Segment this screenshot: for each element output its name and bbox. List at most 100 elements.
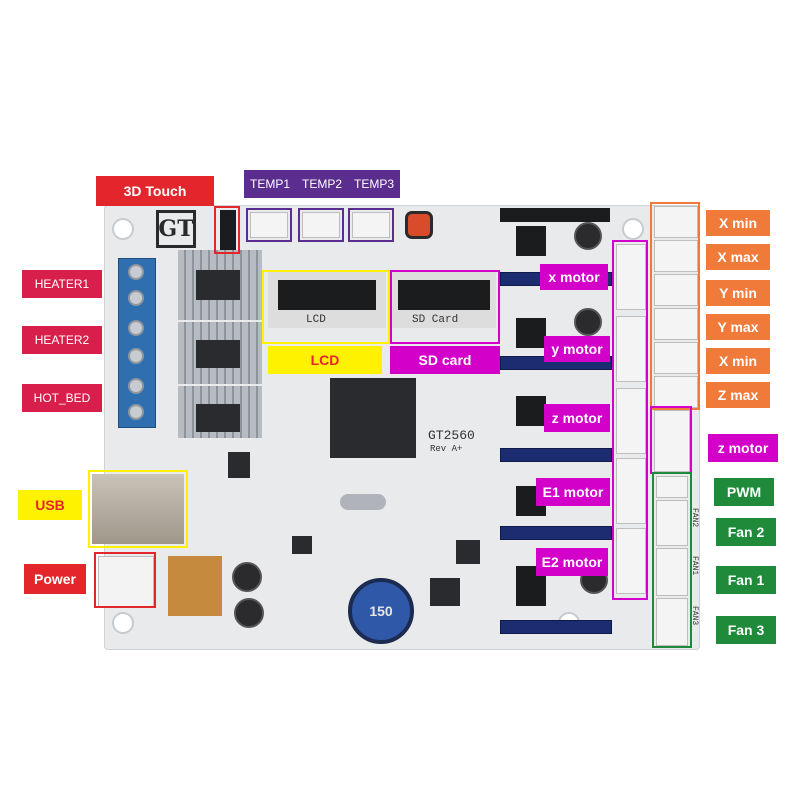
label-temp3: TEMP3 bbox=[348, 170, 400, 198]
mounting-hole bbox=[112, 218, 134, 240]
usb-outline bbox=[88, 470, 188, 548]
temp3-outline bbox=[348, 208, 394, 242]
sd-header-pins bbox=[398, 280, 490, 310]
xmax-connector bbox=[654, 240, 698, 272]
power-outline bbox=[94, 552, 156, 608]
fan1-connector bbox=[656, 548, 688, 596]
sd-outline bbox=[390, 270, 500, 344]
capacitor bbox=[574, 308, 602, 336]
inductor: 150 bbox=[348, 578, 414, 644]
voltage-regulator bbox=[456, 540, 480, 564]
label-hot-bed: HOT_BED bbox=[22, 384, 102, 412]
ymax-connector bbox=[654, 308, 698, 340]
label-fan2: Fan 2 bbox=[716, 518, 776, 546]
screw-icon bbox=[128, 404, 144, 420]
label-y-motor: y motor bbox=[544, 336, 610, 362]
label-fan1: Fan 1 bbox=[716, 566, 776, 594]
mosfet bbox=[196, 404, 240, 432]
label-temp1: TEMP1 bbox=[244, 170, 296, 198]
mcu-chip bbox=[330, 378, 416, 458]
y-motor-connector bbox=[616, 316, 646, 382]
e1-motor-connector bbox=[616, 458, 646, 524]
mosfet bbox=[196, 340, 240, 368]
mounting-hole bbox=[622, 218, 644, 240]
board-model: GT2560 bbox=[428, 428, 475, 443]
fan3-connector bbox=[656, 598, 688, 646]
label-e1-motor: E1 motor bbox=[536, 478, 610, 506]
silk-fan2: FAN2 bbox=[690, 508, 699, 528]
temp1-connector bbox=[250, 212, 288, 238]
temp1-outline bbox=[246, 208, 292, 242]
screw-icon bbox=[128, 264, 144, 280]
label-fan3: Fan 3 bbox=[716, 616, 776, 644]
label-pwm: PWM bbox=[714, 478, 774, 506]
label-lcd: LCD bbox=[268, 346, 382, 374]
label-temp2: TEMP2 bbox=[296, 170, 348, 198]
driver-header bbox=[500, 526, 612, 540]
xmin-connector bbox=[654, 206, 698, 238]
label-x-motor: x motor bbox=[540, 264, 608, 290]
capacitor bbox=[232, 562, 262, 592]
e2-motor-connector bbox=[616, 528, 646, 594]
touch-header-pins bbox=[220, 210, 236, 250]
z-motor2-connector bbox=[654, 410, 690, 472]
label-z-max: Z max bbox=[706, 382, 770, 408]
reset-button-icon bbox=[408, 214, 430, 236]
capacitor bbox=[234, 598, 264, 628]
motor-connectors-outline bbox=[612, 240, 648, 600]
jumper-block bbox=[516, 226, 546, 256]
driver-header bbox=[500, 448, 612, 462]
pwm-connector bbox=[656, 476, 688, 498]
label-sd-card: SD card bbox=[390, 346, 500, 374]
small-chip bbox=[430, 578, 460, 606]
driver-header bbox=[500, 208, 610, 222]
mounting-hole bbox=[112, 612, 134, 634]
label-y-max: Y max bbox=[706, 314, 770, 340]
board-revision: Rev A+ bbox=[430, 444, 463, 454]
screw-icon bbox=[128, 290, 144, 306]
lcd-outline bbox=[262, 270, 390, 344]
label-x-min: X min bbox=[706, 210, 770, 236]
touch3d-outline bbox=[214, 206, 240, 254]
label-z-motor: z motor bbox=[544, 404, 610, 432]
label-heater1: HEATER1 bbox=[22, 270, 102, 298]
label-y-min: Y min bbox=[706, 280, 770, 306]
label-3d-touch: 3D Touch bbox=[96, 176, 214, 206]
lcd-header-pins bbox=[278, 280, 376, 310]
label-usb: USB bbox=[18, 490, 82, 520]
temp2-outline bbox=[298, 208, 344, 242]
silk-fan3: FAN3 bbox=[690, 606, 699, 626]
silk-lcd: LCD bbox=[306, 314, 326, 326]
jumper-block bbox=[516, 396, 546, 426]
usb-port bbox=[92, 474, 184, 544]
power-connector bbox=[98, 556, 154, 608]
ymin-connector bbox=[654, 274, 698, 306]
small-chip bbox=[228, 452, 250, 478]
endstops-outline bbox=[650, 202, 700, 410]
fan2-connector bbox=[656, 500, 688, 546]
mosfet bbox=[196, 270, 240, 300]
x-motor-connector bbox=[616, 244, 646, 310]
screw-icon bbox=[128, 320, 144, 336]
fans-outline bbox=[652, 472, 692, 648]
label-x-max: X max bbox=[706, 244, 770, 270]
silk-fan1: FAN1 bbox=[690, 556, 699, 576]
screw-icon bbox=[128, 378, 144, 394]
temp2-connector bbox=[302, 212, 340, 238]
capacitor bbox=[574, 222, 602, 250]
fuses bbox=[168, 556, 222, 616]
label-e2-motor: E2 motor bbox=[536, 548, 608, 576]
small-chip bbox=[292, 536, 312, 554]
temp3-connector bbox=[352, 212, 390, 238]
screw-icon bbox=[128, 348, 144, 364]
driver-header bbox=[500, 620, 612, 634]
jumper-block bbox=[516, 318, 546, 348]
z-motor-connector bbox=[616, 388, 646, 454]
xmin2-connector bbox=[654, 342, 698, 374]
screw-terminal-block bbox=[118, 258, 156, 428]
silk-sd-card: SD Card bbox=[412, 314, 459, 326]
label-heater2: HEATER2 bbox=[22, 326, 102, 354]
gt-logo: GT bbox=[156, 210, 196, 248]
label-z-motor-side: z motor bbox=[708, 434, 778, 462]
label-power: Power bbox=[24, 564, 86, 594]
